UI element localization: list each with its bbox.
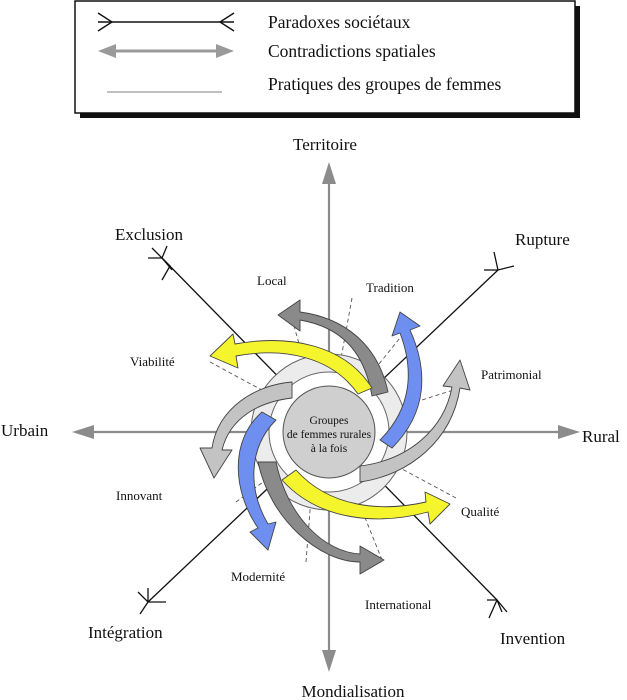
legend: Paradoxes sociétaux Contradictions spati… [74, 0, 580, 118]
practice-label-international: International [365, 597, 432, 612]
legend-paradoxes-label: Paradoxes sociétaux [268, 12, 411, 32]
diagonal-label-exclusion: Exclusion [115, 225, 183, 244]
axis-label-left: Urbain [1, 421, 49, 440]
diagonal-label-integration: Intégration [88, 623, 163, 642]
practice-label-tradition: Tradition [366, 280, 414, 295]
arrow-qualite [281, 469, 451, 525]
practice-label-local: Local [257, 273, 287, 288]
practice-label-patrimonial: Patrimonial [481, 367, 542, 382]
arrow-tradition [379, 311, 423, 449]
axis-label-bottom: Mondialisation [302, 682, 405, 700]
diagonal-label-rupture: Rupture [515, 230, 570, 249]
arrow-local [277, 299, 389, 397]
center-line-1: Groupes [310, 415, 349, 427]
legend-box [74, 0, 576, 114]
diagonal-label-invention: Invention [500, 629, 566, 648]
legend-contradictions-label: Contradictions spatiales [268, 41, 436, 61]
center-line-3: à la fois [311, 443, 348, 455]
legend-contradictions-symbol [98, 44, 234, 58]
practice-label-viabilite: Viabilité [130, 354, 175, 369]
axis-label-top: Territoire [293, 135, 357, 154]
swirl-arrows [199, 299, 471, 575]
practice-label-innovant: Innovant [116, 488, 163, 503]
legend-pratiques-label: Pratiques des groupes de femmes [268, 74, 501, 94]
arrow-bottom-dark [257, 461, 385, 575]
arrow-patrimonial [359, 359, 471, 483]
arrow-left-grey [199, 381, 293, 479]
legend-paradoxes-symbol [97, 12, 235, 32]
center-line-2: de femmes rurales [287, 429, 372, 441]
center-circle [282, 385, 376, 479]
practice-label-qualite: Qualité [461, 504, 499, 519]
arrow-modernite [237, 411, 277, 551]
axis-label-right: Rural [582, 427, 620, 446]
arrow-viabilite [209, 333, 373, 395]
practice-label-modernite: Modernité [231, 569, 285, 584]
